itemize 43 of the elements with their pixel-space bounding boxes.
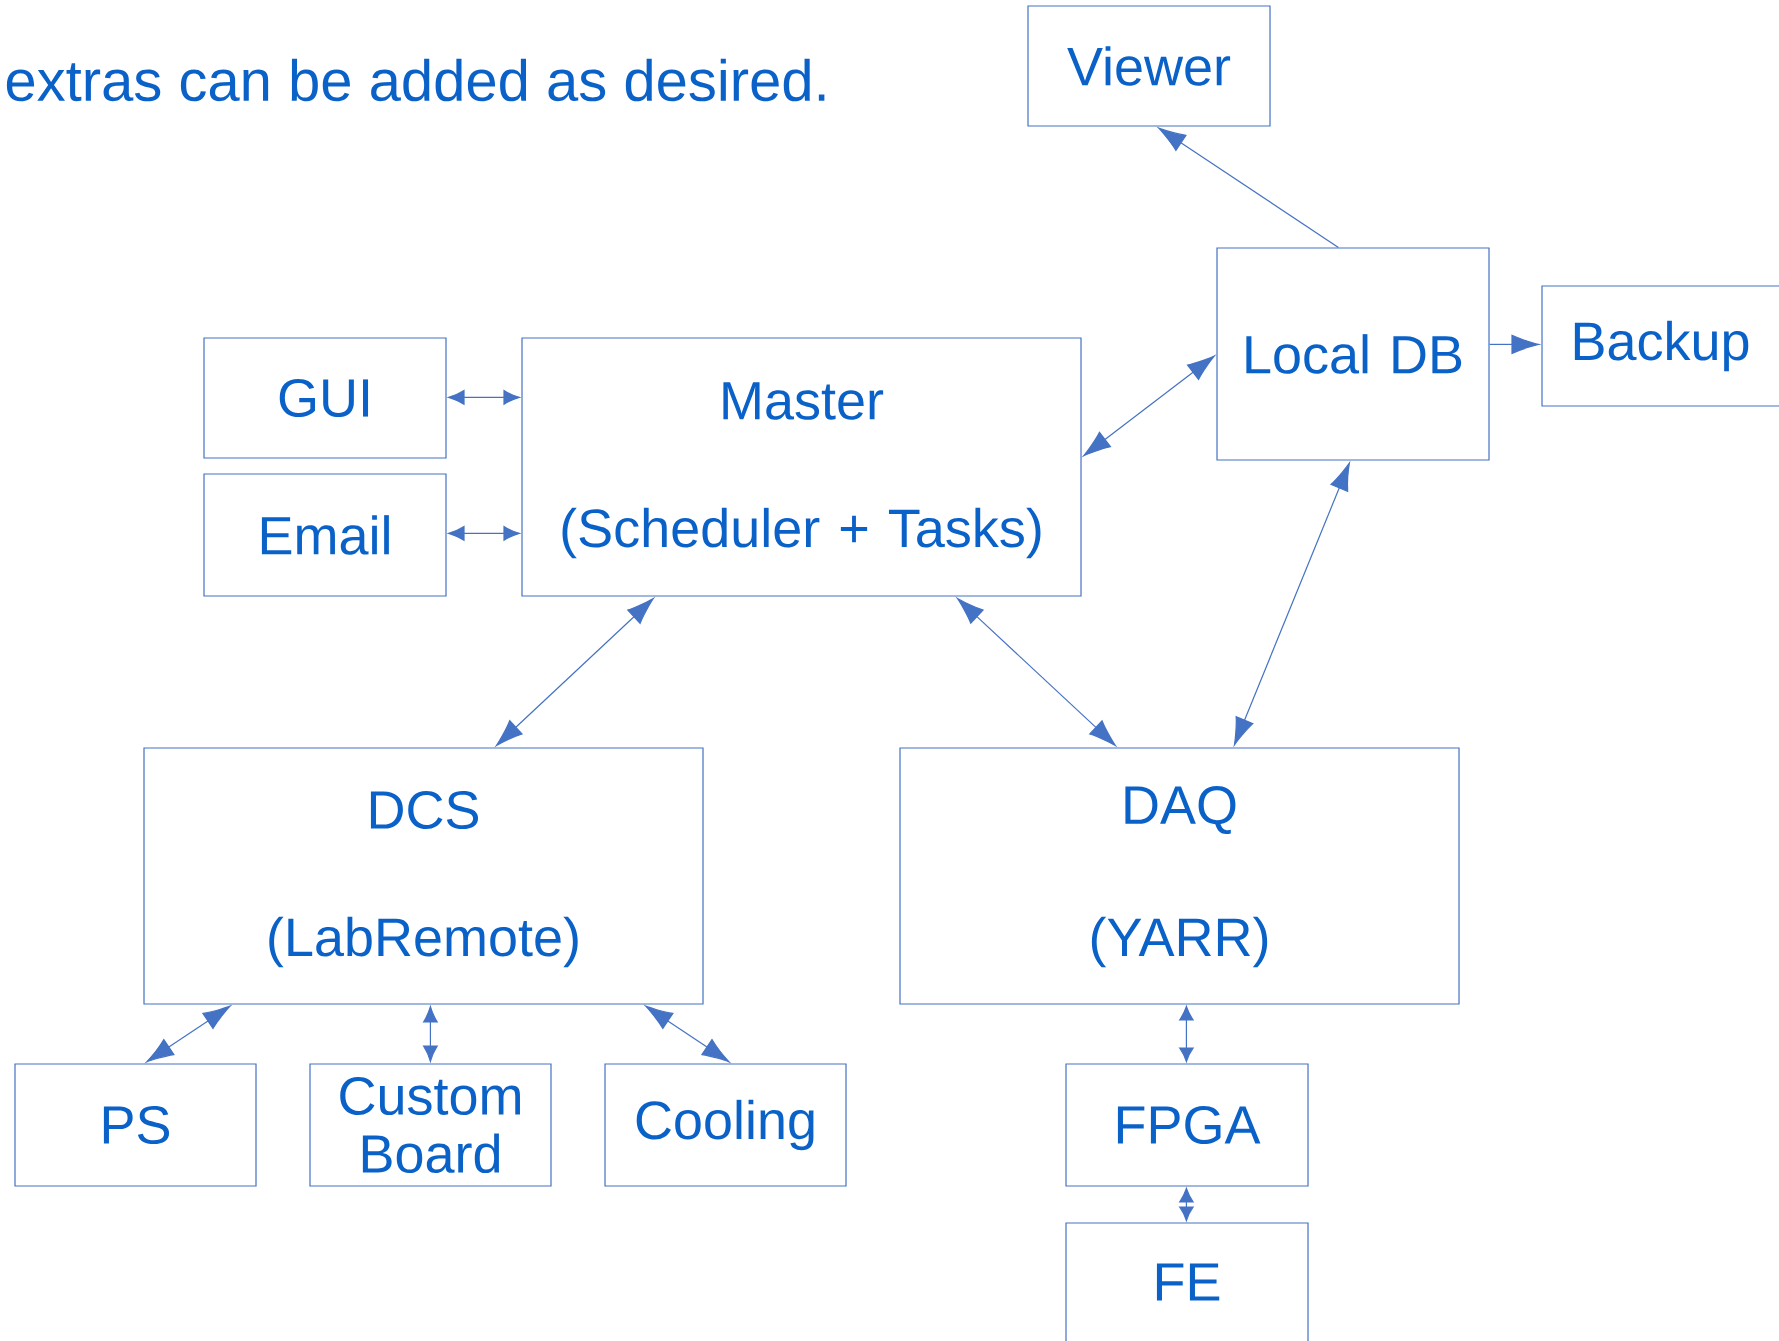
box-text: PS	[103, 1105, 170, 1145]
arrow	[1083, 355, 1215, 457]
arrow	[146, 1005, 231, 1063]
box-text: Master	[723, 382, 884, 420]
box	[1065, 1222, 1309, 1341]
box	[143, 747, 704, 1005]
box-text: Backup	[1574, 320, 1749, 372]
arrow	[1179, 1187, 1194, 1222]
box-text: FE	[1156, 1263, 1220, 1301]
box	[1027, 5, 1271, 127]
box-text: (Scheduler + Tasks)	[562, 507, 1041, 559]
box-text: (LabRemote)	[269, 916, 578, 968]
box-text: DAQ	[1125, 786, 1236, 834]
box-text: DCS	[370, 790, 479, 830]
box	[1065, 1063, 1309, 1187]
box-text: FPGA	[1117, 1105, 1261, 1145]
arrow	[448, 525, 520, 541]
arrow	[495, 597, 654, 747]
arrow	[645, 1005, 730, 1063]
arrow	[1233, 462, 1350, 746]
box-text: Cooling	[636, 1099, 814, 1151]
arrow	[1489, 334, 1540, 354]
arrow	[1179, 1005, 1194, 1063]
box	[899, 747, 1460, 1005]
arrow	[956, 597, 1116, 747]
box-text: GUI	[279, 378, 369, 418]
box	[604, 1063, 847, 1187]
box	[203, 473, 447, 597]
box	[309, 1063, 552, 1187]
arrow	[422, 1006, 438, 1062]
box-text: Email	[261, 515, 389, 555]
box	[521, 337, 1082, 597]
box-text: Custom Board	[340, 1076, 520, 1174]
box	[203, 337, 447, 459]
box	[1216, 247, 1490, 461]
note-text: extras can be added as desired.	[6, 58, 825, 102]
box	[1541, 285, 1779, 407]
box-text: Local DB	[1246, 334, 1462, 374]
arrow	[1158, 127, 1339, 248]
box	[14, 1063, 257, 1187]
arrow	[448, 389, 520, 405]
box-text: (YARR)	[1091, 916, 1268, 968]
box-text: Viewer	[1067, 46, 1231, 86]
